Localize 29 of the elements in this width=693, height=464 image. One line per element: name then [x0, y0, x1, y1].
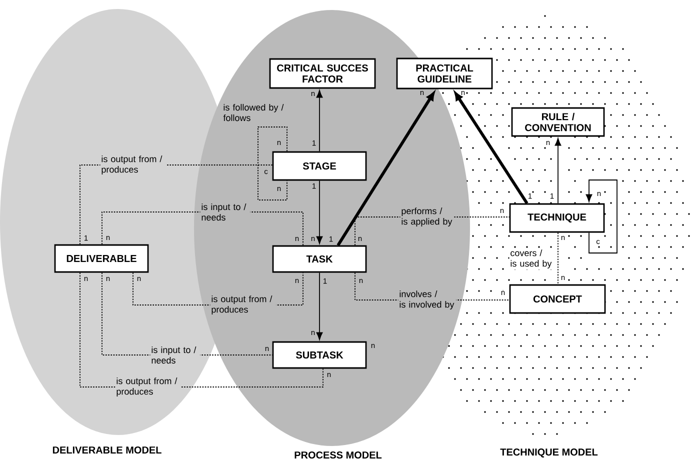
edge-label: is input to / needs [200, 202, 250, 222]
edge-label: is output from / produces [115, 376, 182, 398]
arrow [454, 92, 528, 204]
entity-box: TASK [272, 245, 367, 273]
entity-box: DELIVERABLE [54, 244, 149, 273]
entity-box: CRITICAL SUCCES FACTOR [269, 58, 376, 89]
edge-label: involves / is involved by [398, 290, 456, 310]
edge-label: covers / is used by [509, 248, 554, 270]
arrow [336, 92, 435, 246]
entity-box: CONCEPT [509, 284, 606, 314]
edge-label: performs / is applied by [400, 206, 454, 228]
loop-arrow [586, 180, 618, 254]
edge-label: is output from / produces [100, 154, 166, 176]
edge-label: is input to / needs [150, 345, 200, 365]
region-label: TECHNIQUE MODEL [500, 448, 598, 458]
entity-box: RULE / CONVENTION [511, 107, 605, 137]
entity-box: SUBTASK [272, 341, 367, 369]
region-label: DELIVERABLE MODEL [52, 446, 162, 454]
arrow [316, 272, 323, 340]
loop-line [258, 126, 288, 200]
edge-label: is output from / produces [210, 294, 276, 316]
entity-box: PRACTICAL GUIDELINE [396, 58, 493, 90]
arrow [316, 90, 323, 152]
arrow [316, 180, 323, 244]
entity-box: TECHNIQUE [509, 203, 605, 233]
arrow [554, 138, 562, 204]
entity-box: STAGE [272, 151, 367, 181]
region-label: PROCESS MODEL [294, 451, 382, 459]
edge-label: is followed by / follows [222, 102, 288, 122]
